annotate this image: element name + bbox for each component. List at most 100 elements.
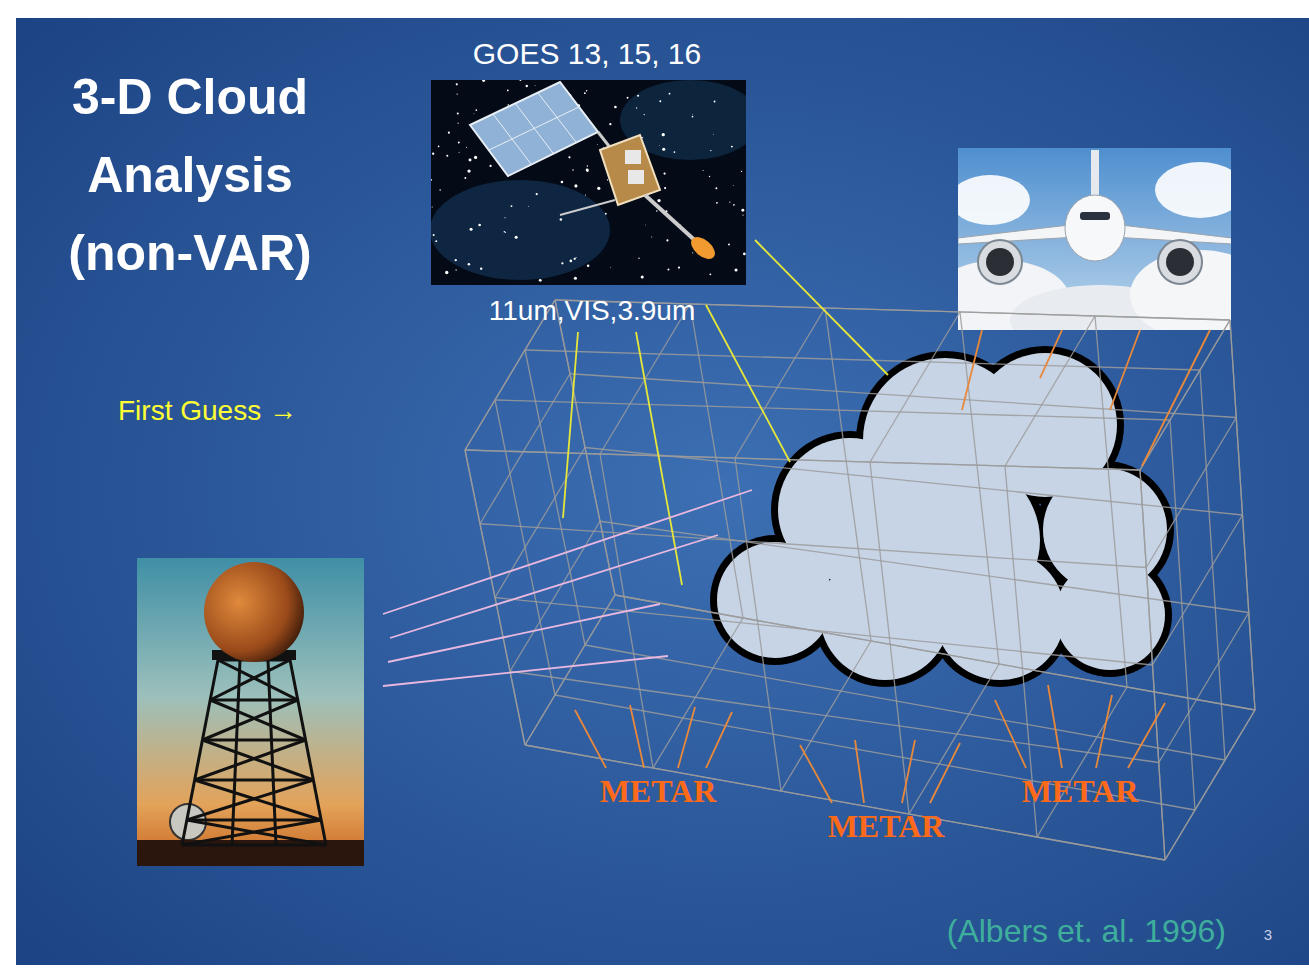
star [572, 169, 573, 170]
star [666, 239, 668, 241]
tower-strut [182, 844, 326, 847]
star [732, 185, 734, 187]
star [504, 217, 505, 218]
cloud [710, 346, 1174, 687]
star [507, 90, 509, 92]
star [505, 232, 506, 233]
star [743, 253, 746, 256]
aircraft-picture [958, 148, 1231, 330]
star [662, 133, 665, 136]
cloud-fill [1055, 560, 1165, 670]
star [574, 184, 577, 187]
observation-lines [383, 240, 1210, 803]
grid-line [480, 374, 570, 524]
star [586, 168, 589, 171]
grid-line [1230, 320, 1255, 710]
grid-line [1200, 370, 1225, 760]
star [729, 202, 730, 203]
star [596, 144, 598, 146]
observation-line [995, 700, 1026, 768]
star [659, 100, 661, 102]
star [489, 165, 491, 167]
observation-line [636, 332, 682, 585]
thruster [687, 233, 719, 263]
star [728, 244, 730, 246]
engine-intake [986, 248, 1014, 276]
observation-line [930, 743, 960, 803]
star [637, 95, 639, 97]
star [576, 257, 577, 258]
cloud-puff [958, 175, 1030, 225]
star [735, 268, 738, 271]
star [431, 179, 432, 181]
star [663, 172, 665, 174]
nebula [431, 180, 610, 280]
star [587, 165, 588, 166]
channel-list: 11um,VIS,3.9um [489, 294, 695, 328]
star [448, 132, 450, 134]
star [605, 213, 607, 215]
grid-line [1140, 470, 1165, 860]
star [474, 156, 477, 159]
tower-strut [195, 779, 314, 782]
grid-line [1140, 470, 1165, 860]
star [710, 150, 711, 151]
star [475, 109, 477, 111]
tower-strut [187, 819, 321, 822]
star [586, 90, 588, 92]
engine [1158, 240, 1202, 284]
solar-panel [470, 82, 598, 176]
star [692, 116, 694, 118]
tower-strut [195, 780, 321, 820]
star [456, 93, 457, 94]
star [526, 85, 528, 87]
grid-line [1140, 320, 1230, 470]
tower-strut [210, 660, 290, 700]
ground [137, 840, 364, 866]
satellite-label [628, 170, 644, 184]
satellite-label [625, 150, 641, 164]
grid-line [525, 350, 585, 645]
star [614, 106, 617, 109]
satellite-body [600, 135, 660, 205]
cloud-puff [1155, 162, 1231, 218]
star [641, 275, 644, 278]
grid-line [1159, 613, 1249, 763]
radar-dome [204, 562, 304, 662]
grid-line [600, 521, 1249, 612]
star [478, 224, 481, 227]
grid-line [1165, 710, 1255, 860]
observation-line [630, 705, 644, 768]
observation-line [1048, 685, 1062, 768]
star [466, 147, 467, 148]
station-label: METAR [1022, 772, 1139, 810]
observation-line [706, 712, 732, 768]
tower-strut [202, 740, 313, 780]
grid-line [1037, 687, 1127, 837]
panel-line [489, 107, 579, 150]
star [645, 224, 647, 226]
star [712, 133, 714, 135]
star [664, 187, 666, 189]
star [504, 231, 506, 233]
star [657, 199, 660, 202]
station-label: METAR [828, 807, 945, 845]
tower-strut [202, 700, 297, 740]
station-label: METAR [600, 772, 717, 810]
star [609, 123, 611, 125]
star [561, 262, 563, 264]
grid-line [510, 671, 1159, 762]
grid-line [480, 524, 1146, 568]
boom [645, 195, 700, 245]
first-guess-note: First Guess → [118, 394, 297, 428]
star [458, 123, 459, 124]
star [519, 80, 521, 81]
grid-line [909, 664, 999, 814]
star [741, 171, 742, 172]
star [667, 269, 669, 271]
star [733, 204, 735, 206]
observation-line [678, 707, 695, 768]
observation-line [1040, 330, 1062, 378]
star [560, 218, 562, 220]
